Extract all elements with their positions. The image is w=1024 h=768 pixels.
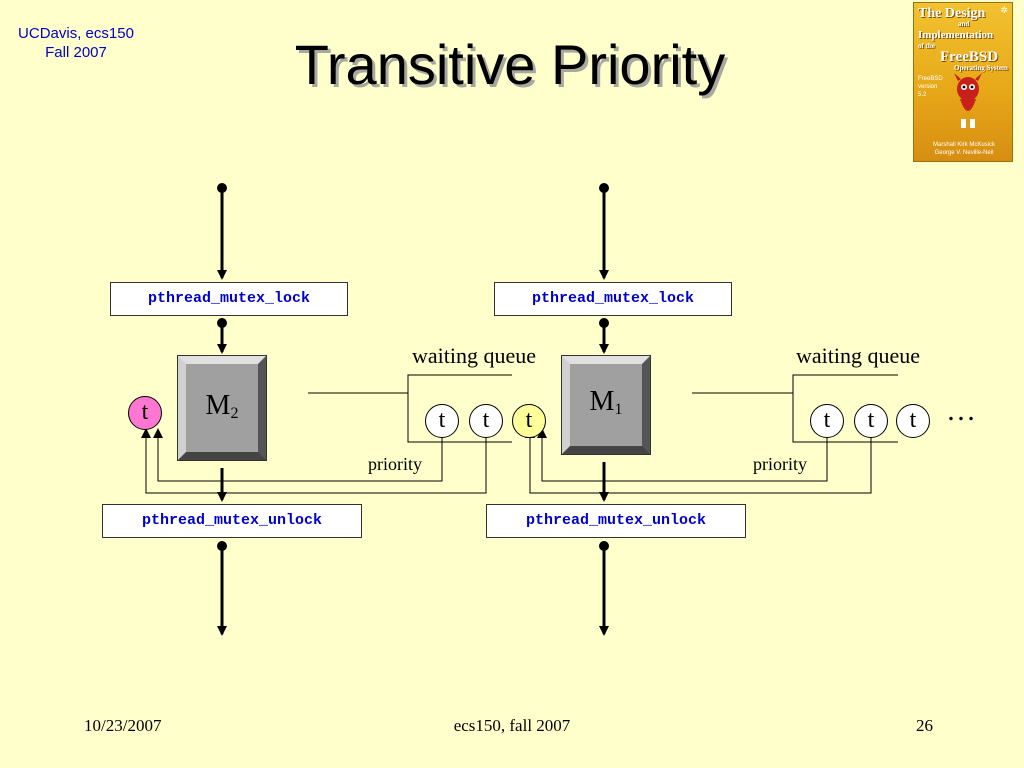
right-queue-thread-2: t — [854, 404, 888, 438]
footer-center: ecs150, fall 2007 — [453, 716, 571, 735]
left-flow — [141, 183, 512, 636]
edition-badge: FreeBSD version 5.2 — [918, 76, 943, 98]
right-priority-line-inner — [537, 428, 828, 482]
left-priority-line-inner — [153, 428, 443, 482]
star-icon: ✲ — [1000, 5, 1008, 15]
right-queue-bracket — [792, 393, 898, 443]
slide-title: Transitive Priority — [294, 33, 726, 96]
left-priority-label: priority — [368, 454, 422, 474]
right-queue-top-line — [692, 374, 898, 394]
book-authors: Marshall Kirk McKusick George V. Neville… — [932, 142, 995, 156]
left-mutex-unlock-box: pthread_mutex_unlock — [102, 504, 362, 538]
course-label: UCDavis, ecs150 Fall 2007 — [6, 24, 146, 62]
continuation-ellipsis: … — [946, 394, 977, 427]
right-mutex-m1: M1 — [561, 355, 651, 455]
right-flow — [525, 183, 898, 636]
left-mutex-m2: M2 — [177, 355, 267, 461]
left-mutex-subscript: 2 — [230, 405, 239, 422]
left-priority-line-outer — [141, 428, 487, 494]
footer-date: 10/23/2007 — [84, 716, 162, 735]
left-owner-thread: t — [128, 396, 162, 430]
left-queue-thread-1: t — [425, 404, 459, 438]
book-title: The Design and Implementation of the Fre… — [918, 6, 1008, 73]
bridge-thread: t — [512, 404, 546, 438]
book-cover-image: ✲ The Design and Implementation of the F… — [913, 2, 1013, 162]
right-mutex-letter: M — [589, 386, 615, 417]
right-mutex-subscript: 1 — [614, 401, 623, 418]
page-number: 26 — [916, 716, 933, 735]
right-queue-thread-3: t — [896, 404, 930, 438]
left-queue-thread-2: t — [469, 404, 503, 438]
left-mutex-lock-box: pthread_mutex_lock — [110, 282, 348, 316]
left-queue-bracket — [407, 393, 512, 443]
left-waiting-queue-label: waiting queue — [412, 343, 537, 368]
right-priority-line-outer — [525, 428, 872, 494]
left-mutex-letter: M — [205, 390, 231, 421]
left-queue-top-line — [308, 374, 512, 394]
course-name: UCDavis, ecs150 — [18, 25, 134, 42]
right-queue-thread-1: t — [810, 404, 844, 438]
course-term: Fall 2007 — [45, 44, 107, 61]
daemon-mascot-icon — [948, 73, 988, 129]
right-mutex-lock-box: pthread_mutex_lock — [494, 282, 732, 316]
right-waiting-queue-label: waiting queue — [796, 343, 921, 368]
right-priority-label: priority — [753, 454, 807, 474]
right-mutex-unlock-box: pthread_mutex_unlock — [486, 504, 746, 538]
